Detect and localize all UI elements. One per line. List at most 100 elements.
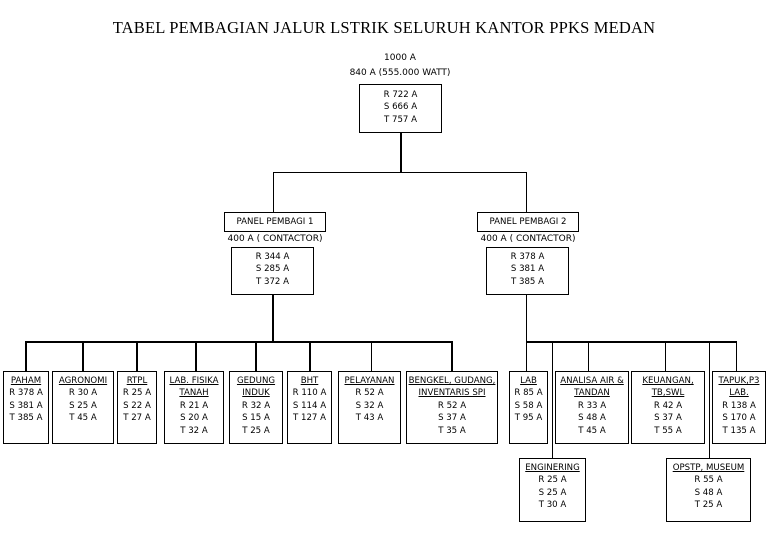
branch-enginering-r: R 25 A (538, 475, 567, 486)
main-rating-840a: 840 A (555.000 WATT) (349, 68, 451, 78)
branch-bht-r: R 110 A (292, 388, 327, 399)
branch-enginering: ENGINERING R 25 A S 25 A T 30 A (519, 458, 586, 522)
drop-lab (526, 341, 527, 371)
branch-paham-title: PAHAM (10, 376, 42, 386)
drop-bht (309, 341, 311, 371)
panel1-phase-r: R 344 A (255, 252, 290, 262)
branch-keuangan-title-2: TB,SWL (651, 388, 685, 399)
branch-keuangan-t: T 55 A (654, 425, 682, 436)
branch-lab-fisika-r: R 21 A (179, 400, 209, 411)
branch-paham: PAHAM R 378 A S 381 A T 385 A (3, 371, 49, 444)
panel2-rating: 400 A ( CONTACTOR) (480, 234, 576, 244)
branch-lab-fisika-title-2: TANAH (179, 388, 209, 399)
branch-pelayanan-title: PELAYANAN (344, 376, 395, 386)
main-phase-s: S 666 A (383, 102, 418, 113)
branch-keuangan-r: R 42 A (653, 400, 683, 411)
panel2-down-connector (526, 295, 527, 342)
panel2-drop-connector (526, 172, 527, 212)
branch-rtpl-title: RTPL (126, 376, 148, 386)
panel2-phase-box: R 378 A S 381 A T 385 A (486, 247, 569, 295)
branch-gedung-t: T 25 A (242, 425, 270, 436)
branch-enginering-s: S 25 A (538, 487, 567, 498)
main-down-connector (400, 133, 402, 173)
branch-lab-t: T 95 A (514, 413, 543, 424)
branch-gedung-title-2: INDUK (242, 388, 270, 399)
branch-gedung-title-1: GEDUNG (236, 376, 276, 386)
panel2-label: PANEL PEMBAGI 2 (489, 217, 567, 227)
branch-rtpl-t: T 27 A (123, 413, 151, 424)
branch-lab-fisika-t: T 32 A (180, 425, 208, 436)
branch-analisa-s: S 48 A (578, 413, 606, 424)
main-phase-r: R 722 A (383, 90, 418, 100)
branch-opstp-t: T 25 A (694, 500, 723, 511)
branch-tapuk-p3-lab: TAPUK,P3 LAB. R 138 A S 170 A T 135 A (712, 371, 766, 444)
branch-lab: LAB R 85 A S 58 A T 95 A (509, 371, 548, 444)
branch-bengkel-t: T 35 A (438, 425, 466, 436)
drop-paham (25, 341, 27, 371)
branch-opstp-museum: OPSTP, MUSEUM R 55 A S 48 A T 25 A (666, 458, 751, 522)
branch-analisa-title-2: TANDAN (574, 388, 610, 399)
branch-agronomi-r: R 30 A (68, 388, 98, 399)
branch-pelayanan-t: T 43 A (355, 413, 384, 424)
branch-bengkel-s: S 37 A (438, 413, 466, 424)
branch-gedung-s: S 15 A (242, 413, 270, 424)
panels-horizontal-connector (273, 172, 526, 173)
drop-rtpl (136, 341, 138, 371)
drop-bengkel (451, 341, 453, 371)
panel2-phase-r: R 378 A (510, 252, 545, 262)
branch-gedung-induk: GEDUNG INDUK R 32 A S 15 A T 25 A (229, 371, 283, 444)
panel2-bus (526, 341, 737, 343)
branch-opstp-title: OPSTP, MUSEUM (672, 463, 745, 473)
branch-bengkel-r: R 52 A (437, 400, 467, 411)
drop-analisa-air (588, 341, 589, 371)
branch-lab-fisika-tanah: LAB. FISIKA TANAH R 21 A S 20 A T 32 A (164, 371, 224, 444)
branch-tapuk-r: R 138 A (722, 400, 756, 411)
branch-lab-r: R 85 A (514, 388, 543, 399)
panel1-label-box: PANEL PEMBAGI 1 (224, 212, 326, 232)
drop-enginering (552, 341, 553, 458)
branch-bengkel-title-1: BENGKEL, GUDANG, (408, 376, 496, 386)
panel1-bus (25, 341, 452, 343)
branch-tapuk-title-2: LAB. (729, 388, 749, 399)
panel2-phase-s: S 381 A (510, 264, 545, 275)
branch-pelayanan-r: R 52 A (355, 388, 384, 399)
branch-rtpl: RTPL R 25 A S 22 A T 27 A (117, 371, 157, 444)
panel1-phase-t: T 372 A (256, 276, 289, 287)
branch-analisa-title-1: ANALISA AIR & (560, 376, 624, 386)
drop-tapuk (736, 341, 737, 371)
main-phase-box: R 722 A S 666 A T 757 A (359, 84, 442, 133)
branch-bht-title: BHT (300, 376, 319, 386)
diagram-title: TABEL PEMBAGIAN JALUR LSTRIK SELURUH KAN… (112, 18, 656, 37)
branch-rtpl-s: S 22 A (123, 400, 151, 411)
branch-gedung-r: R 32 A (241, 400, 271, 411)
branch-analisa-air-tandan: ANALISA AIR & TANDAN R 33 A S 48 A T 45 … (555, 371, 629, 444)
branch-agronomi-title: AGRONOMI (58, 376, 108, 386)
branch-agronomi-s: S 25 A (69, 400, 97, 411)
branch-bengkel-gudang: BENGKEL, GUDANG, INVENTARIS SPI R 52 A S… (406, 371, 498, 444)
panel1-phase-s: S 285 A (255, 264, 290, 275)
branch-pelayanan-s: S 32 A (355, 400, 384, 411)
panel2-phase-t: T 385 A (511, 276, 544, 287)
branch-keuangan: KEUANGAN, TB,SWL R 42 A S 37 A T 55 A (631, 371, 705, 444)
branch-lab-fisika-title-1: LAB. FISIKA (169, 376, 219, 386)
panel1-rating: 400 A ( CONTACTOR) (227, 234, 323, 244)
panel1-down-connector (272, 295, 274, 342)
branch-enginering-t: T 30 A (538, 500, 567, 511)
branch-bengkel-title-2: INVENTARIS SPI (418, 388, 486, 399)
branch-rtpl-r: R 25 A (122, 388, 152, 399)
branch-lab-title: LAB (520, 376, 537, 386)
drop-agronomi (82, 341, 84, 371)
main-rating-1000a: 1000 A (384, 53, 416, 63)
branch-enginering-title: ENGINERING (525, 463, 580, 473)
branch-analisa-t: T 45 A (578, 425, 606, 436)
panel1-drop-connector (273, 172, 274, 212)
branch-tapuk-t: T 135 A (722, 425, 756, 436)
branch-paham-r: R 378 A (9, 388, 43, 399)
branch-opstp-s: S 48 A (694, 487, 723, 498)
panel2-label-box: PANEL PEMBAGI 2 (477, 212, 579, 232)
drop-lab-fisika (195, 341, 197, 371)
drop-gedung-induk (255, 341, 257, 371)
main-phase-t: T 757 A (384, 114, 417, 125)
branch-lab-fisika-s: S 20 A (180, 413, 208, 424)
branch-pelayanan: PELAYANAN R 52 A S 32 A T 43 A (338, 371, 401, 444)
